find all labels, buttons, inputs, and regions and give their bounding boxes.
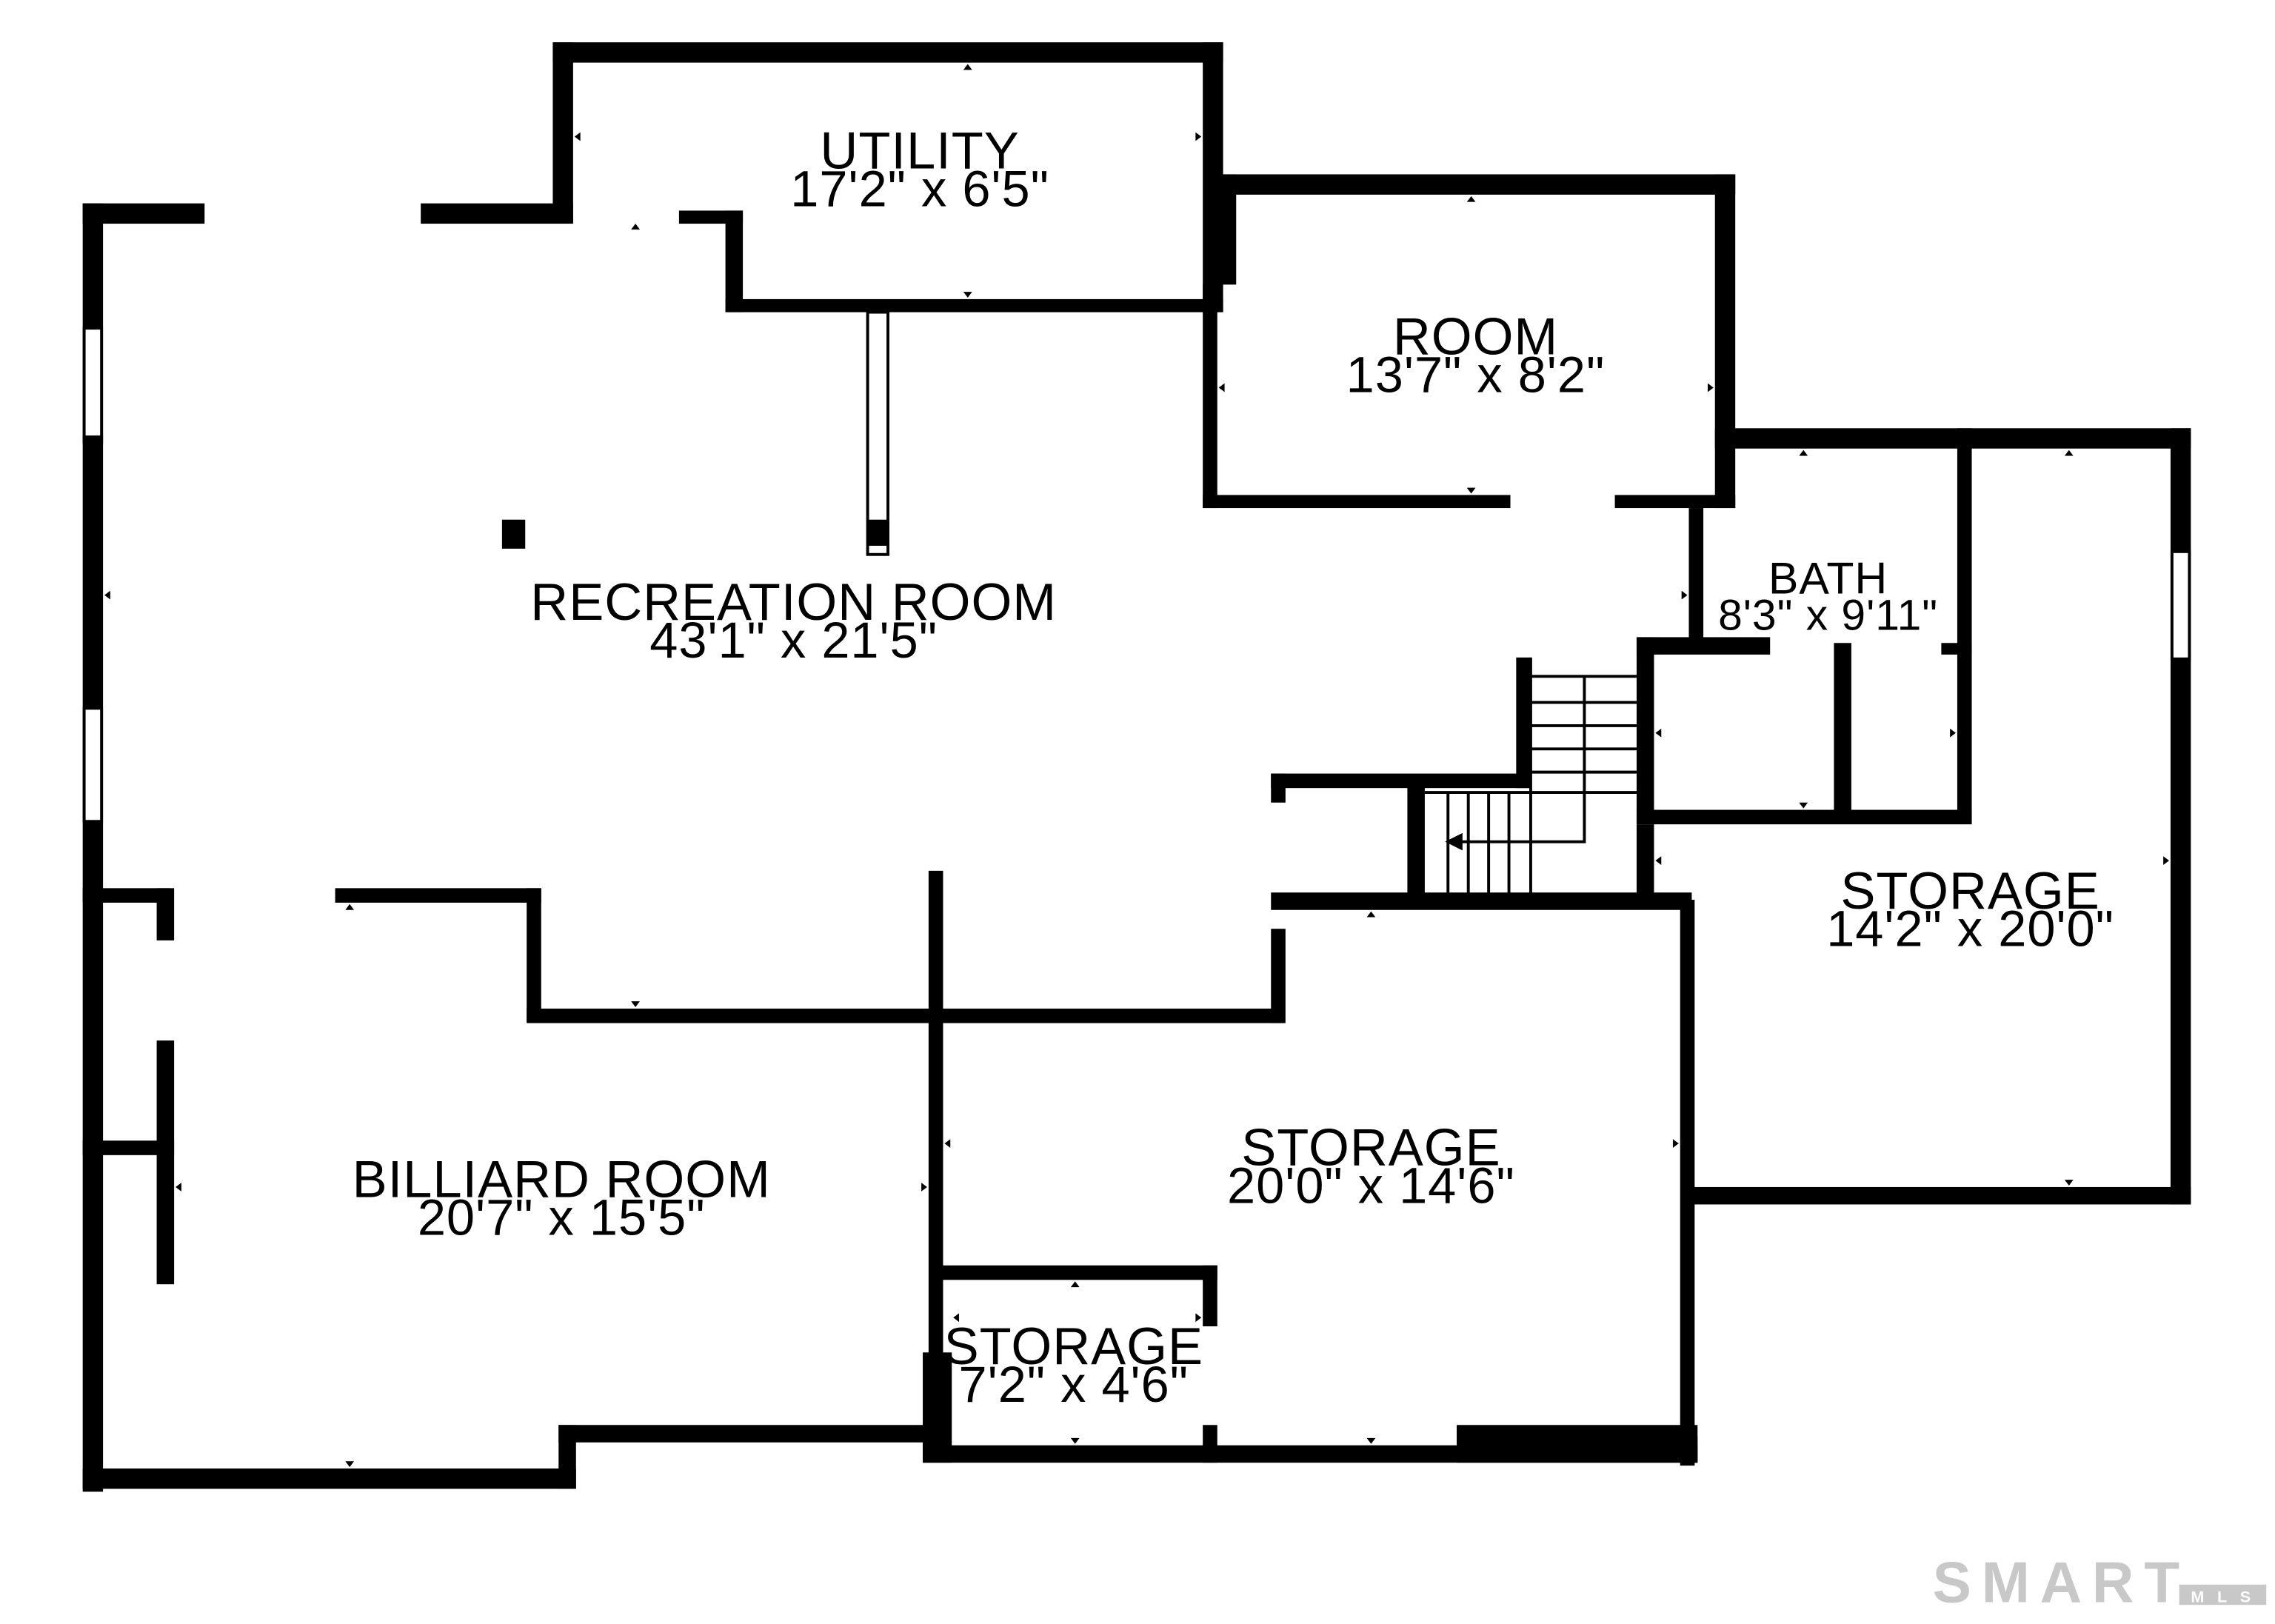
room-name: STORAGE: [1840, 861, 2099, 920]
room-storage-right: STORAGE 14'2" x 20'0": [1826, 861, 2114, 958]
room-dimensions: 20'7" x 15'5": [418, 1189, 706, 1246]
room-bath: BATH 8'3" x 9'11": [1718, 553, 1938, 640]
room-name: ROOM: [1393, 307, 1558, 365]
dimension-markers: [104, 64, 2169, 1468]
windows: [82, 327, 2191, 823]
room-name: RECREATION ROOM: [530, 572, 1057, 631]
room-dimensions: 17'2" x 6'5": [790, 161, 1049, 218]
room-recreation: RECREATION ROOM 43'1" x 21'5": [530, 572, 1057, 669]
room-storage-center: STORAGE 20'0" x 14'6": [1227, 1118, 1515, 1214]
room-dimensions: 20'0" x 14'6": [1227, 1157, 1515, 1214]
room-dimensions: 43'1" x 21'5": [649, 612, 938, 669]
room-name: STORAGE: [1241, 1118, 1500, 1177]
window-left-lower: [82, 706, 104, 823]
window-right-storage: [2170, 549, 2191, 661]
walls: [82, 42, 2191, 1492]
stair-arrow-icon: [1445, 832, 1463, 851]
room-room: ROOM 13'7" x 8'2": [1346, 307, 1606, 403]
room-dimensions: 13'7" x 8'2": [1346, 346, 1606, 403]
room-name: BILLIARD ROOM: [353, 1150, 771, 1209]
room-dimensions: 7'2" x 4'6": [959, 1356, 1189, 1413]
room-storage-small: STORAGE 7'2" x 4'6": [944, 1317, 1203, 1413]
room-dimensions: 14'2" x 20'0": [1826, 900, 2114, 958]
room-name: BATH: [1768, 553, 1888, 604]
window-left-upper: [82, 327, 104, 443]
logo-text: SMART: [1933, 1549, 2190, 1614]
staircase: [1424, 657, 1637, 900]
room-name: STORAGE: [944, 1317, 1203, 1375]
logo-sub: MLS: [2191, 1587, 2263, 1605]
room-name: UTILITY: [820, 121, 1019, 180]
smart-mls-logo: SMART MLS: [1933, 1549, 2267, 1614]
room-dimensions: 8'3" x 9'11": [1718, 592, 1938, 640]
room-billiard: BILLIARD ROOM 20'7" x 15'5": [353, 1150, 771, 1246]
room-utility: UTILITY 17'2" x 6'5": [790, 121, 1049, 218]
